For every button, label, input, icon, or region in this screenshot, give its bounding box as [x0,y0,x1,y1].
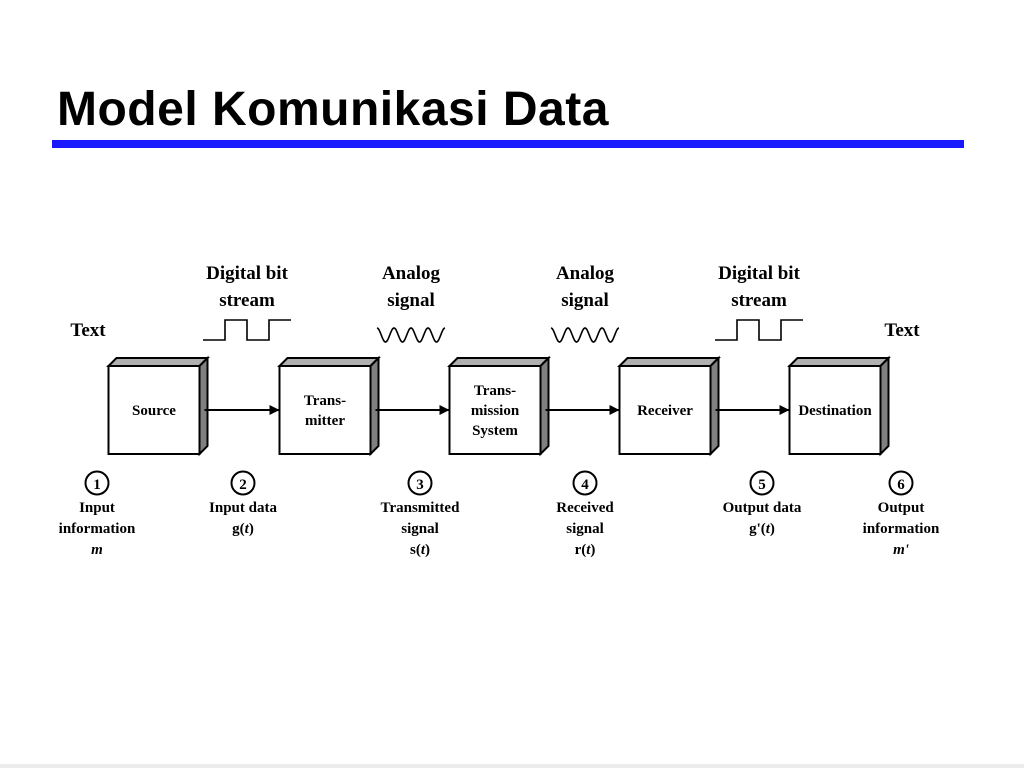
signal-digital-bit-stream-in: Digital bit stream [203,263,291,341]
step-number: 1 [93,477,101,493]
step-label-line: Output data [723,500,802,516]
step-number-circle [407,470,433,496]
signal-label-line: Analog [556,263,615,284]
title-underline [52,140,964,148]
box-front-face [788,365,882,455]
box-label-line: Trans- [474,383,516,399]
box-transmitter: Trans-mitter [277,355,381,457]
step-number: 5 [758,477,766,493]
step-label-line: Input [79,500,115,516]
step-symbol: g'(t) [749,521,775,537]
signal-label: Analog signal [382,263,441,311]
step-label-line: Output [878,500,925,516]
box-side-face [879,355,890,457]
slide-title: Model Komunikasi Data [57,83,609,136]
signal-label-line: Digital bit [718,263,800,284]
text-label-left: Text [70,320,106,341]
step-label-line: information [863,521,940,537]
step-symbol: g(t) [232,521,254,537]
step-label: Input information [59,500,136,537]
box-label-line: Trans- [304,393,346,409]
step-number: 2 [239,477,247,493]
sine-wave-icon [376,327,446,343]
box-top-face [617,357,721,367]
signal-label: Digital bit stream [206,263,288,311]
step-label: Output information [863,500,940,537]
step-label-line: signal [401,521,439,537]
box-side-face [369,355,380,457]
step-number-circle [749,470,775,496]
box-front-face [448,365,542,455]
box-side-face [709,355,720,457]
box-label: Source [132,403,176,419]
sine-wave-icon [550,327,620,343]
step-number: 3 [416,477,424,493]
step-number-circle [888,470,914,496]
box-label-line: Receiver [637,403,693,419]
step-label: Output data [723,500,802,516]
box-label: Trans-mitter [304,393,346,429]
signal-label-line: signal [387,290,435,311]
box-front-face [107,365,201,455]
text-label-right: Text [884,320,920,341]
box-label-line: mitter [305,413,345,429]
step-label: Transmitted signal [381,500,461,537]
signal-label-line: Analog [382,263,441,284]
signal-analog-signal-rx: Analog signal [550,263,620,343]
step-symbol: m' [893,542,909,558]
signal-label: Digital bit stream [718,263,800,311]
step-number-circle [84,470,110,496]
step-number-circle [572,470,598,496]
box-front-face [618,365,712,455]
box-receiver: Receiver [617,355,721,457]
box-top-face [277,357,381,367]
signal-label-line: stream [731,290,787,311]
box-label-line: Destination [798,403,872,419]
step-label: Input data [209,500,277,516]
step-symbol: r(t) [575,542,596,558]
box-label-line: mission [471,403,520,419]
box-front-face [278,365,372,455]
box-side-face [539,355,550,457]
signal-digital-bit-stream-out: Digital bit stream [715,263,803,341]
signal-label: Analog signal [556,263,615,311]
square-wave-icon [715,319,803,341]
box-label-line: Source [132,403,176,419]
box-source: Source [106,355,210,457]
box-top-face [447,357,551,367]
step-number-circle [230,470,256,496]
box-side-face [198,355,209,457]
square-wave-icon [203,319,291,341]
step-label-line: signal [566,521,604,537]
step-symbol: m [91,542,103,558]
box-label-line: System [472,423,518,439]
step-label: Received signal [556,500,614,537]
step-number: 6 [897,477,905,493]
step-label-line: Transmitted [381,500,461,516]
step-number: 4 [581,477,589,493]
signal-label-line: stream [219,290,275,311]
box-top-face [106,357,210,367]
step-label-line: Input data [209,500,277,516]
step-symbol: s(t) [410,542,430,558]
slide-bottom-strip [0,764,1024,768]
signal-analog-signal-tx: Analog signal [376,263,446,343]
signal-label-line: Digital bit [206,263,288,284]
box-label: Destination [798,403,872,419]
box-label: Receiver [637,403,693,419]
box-destination: Destination [787,355,891,457]
box-top-face [787,357,891,367]
step-label-line: information [59,521,136,537]
step-label-line: Received [556,500,614,516]
signal-label-line: signal [561,290,609,311]
